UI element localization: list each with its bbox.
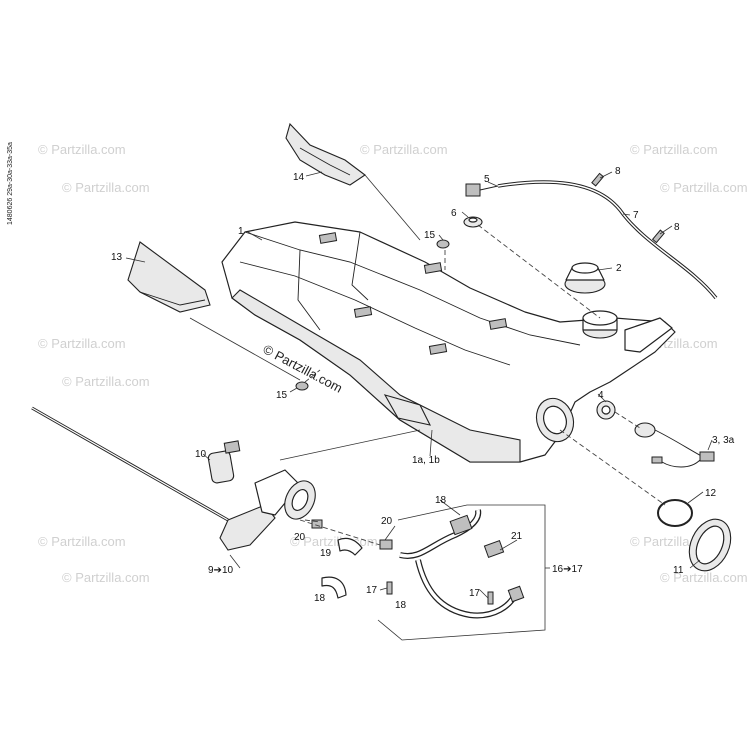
callout-3-3a[interactable]: 3, 3a bbox=[712, 435, 735, 446]
watermark-9: © Partzilla.com bbox=[38, 534, 126, 549]
callout-18-left[interactable]: 18 bbox=[314, 593, 326, 604]
assembly-16-bracket bbox=[377, 504, 546, 641]
pump-motor-10[interactable] bbox=[207, 440, 241, 484]
callout-12[interactable]: 12 bbox=[705, 488, 717, 499]
callout-19[interactable]: 19 bbox=[320, 548, 332, 559]
leader-lines bbox=[125, 171, 713, 599]
watermark-1: © Partzilla.com bbox=[38, 142, 126, 157]
watermark-5: © Partzilla.com bbox=[660, 180, 748, 195]
watermark-3: © Partzilla.com bbox=[360, 142, 448, 157]
vent-hose-7[interactable] bbox=[497, 180, 718, 300]
watermark-13: © Partzilla.com bbox=[660, 570, 748, 585]
callout-9-10[interactable]: 9➔10 bbox=[208, 565, 234, 576]
callouts: 1 1a, 1b 2 3, 3a 4 5 6 7 8 8 9➔10 10 11 … bbox=[111, 166, 735, 611]
callout-6[interactable]: 6 bbox=[451, 208, 457, 219]
callout-7[interactable]: 7 bbox=[633, 210, 639, 221]
fuel-pump-module-9[interactable] bbox=[31, 406, 321, 551]
clamp-8-upper[interactable] bbox=[591, 172, 605, 187]
callout-1a-1b[interactable]: 1a, 1b bbox=[412, 455, 440, 466]
assembly-dashed-lines bbox=[299, 224, 666, 546]
callout-14[interactable]: 14 bbox=[293, 172, 305, 183]
grommet-6[interactable] bbox=[463, 216, 483, 228]
callout-1[interactable]: 1 bbox=[238, 226, 244, 237]
callout-15-lower[interactable]: 15 bbox=[276, 390, 288, 401]
watermark-4: © Partzilla.com bbox=[630, 142, 718, 157]
grommet-15-upper[interactable] bbox=[436, 239, 450, 249]
callout-18-bottom[interactable]: 18 bbox=[395, 600, 407, 611]
watermark-2: © Partzilla.com bbox=[62, 180, 150, 195]
rollover-valve-5[interactable] bbox=[465, 183, 499, 197]
watermark-6: © Partzilla.com bbox=[38, 336, 126, 351]
watermark-7: © Partzilla.com bbox=[62, 374, 150, 389]
diagram-code: 1480626 29a-30a-33a-35a bbox=[7, 142, 14, 225]
callout-10[interactable]: 10 bbox=[195, 449, 207, 460]
callout-13[interactable]: 13 bbox=[111, 252, 123, 263]
hose-19[interactable] bbox=[337, 537, 363, 556]
lock-ring-11[interactable] bbox=[681, 512, 738, 577]
side-panel-13[interactable] bbox=[127, 241, 211, 313]
callout-4[interactable]: 4 bbox=[598, 390, 604, 401]
callout-2[interactable]: 2 bbox=[616, 263, 622, 274]
hose-18-left[interactable] bbox=[321, 576, 347, 599]
o-ring-12[interactable] bbox=[657, 499, 693, 527]
callout-15-upper[interactable]: 15 bbox=[424, 230, 436, 241]
grommet-15-lower[interactable] bbox=[295, 381, 309, 391]
callout-16-17[interactable]: 16➔17 bbox=[552, 564, 583, 575]
watermark-10: © Partzilla.com bbox=[62, 570, 150, 585]
callout-8-lower[interactable]: 8 bbox=[674, 222, 680, 233]
callout-20-right[interactable]: 20 bbox=[381, 516, 393, 527]
fuel-line-assembly-16[interactable] bbox=[399, 509, 525, 619]
level-sensor-3[interactable] bbox=[634, 422, 715, 468]
callout-18-top[interactable]: 18 bbox=[435, 495, 447, 506]
fitting-20-right[interactable] bbox=[379, 539, 393, 550]
callout-20-left[interactable]: 20 bbox=[294, 532, 306, 543]
callout-11[interactable]: 11 bbox=[673, 565, 684, 576]
callout-5[interactable]: 5 bbox=[484, 174, 490, 185]
fuel-tank-body[interactable] bbox=[221, 221, 676, 463]
callout-17-right[interactable]: 17 bbox=[469, 588, 481, 599]
vent-hose-7-inner bbox=[497, 181, 717, 299]
clamp-17-left[interactable] bbox=[386, 581, 393, 595]
callout-8-upper[interactable]: 8 bbox=[615, 166, 621, 177]
seal-4[interactable] bbox=[596, 400, 616, 420]
fuel-cap-2[interactable] bbox=[564, 262, 606, 294]
heat-shield-14[interactable] bbox=[285, 122, 366, 186]
callout-21[interactable]: 21 bbox=[511, 531, 523, 542]
assembly-guide-lines bbox=[189, 174, 421, 461]
callout-17-left[interactable]: 17 bbox=[366, 585, 378, 596]
